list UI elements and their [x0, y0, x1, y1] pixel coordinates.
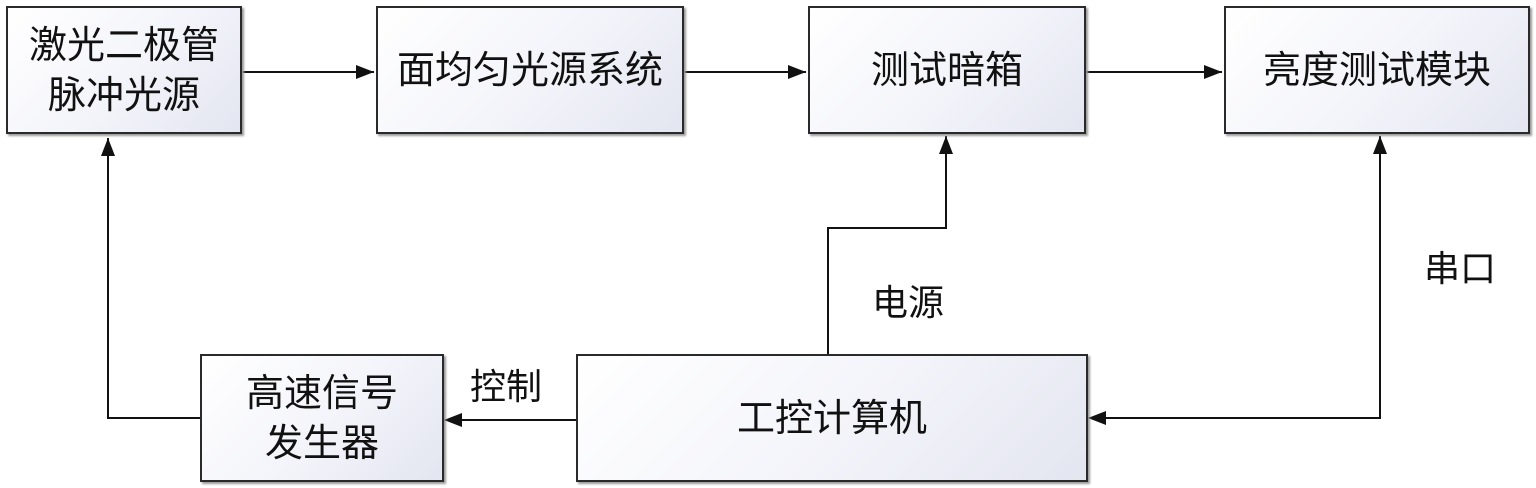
industrial-computer-label: 工控计算机	[736, 396, 927, 440]
test-darkbox-label: 测试暗箱	[870, 48, 1023, 92]
arrow-ipc-power-to-darkbox	[827, 136, 947, 354]
serial-edge-label: 串口	[1424, 249, 1497, 290]
luminance-test-module-label: 亮度测试模块	[1262, 48, 1491, 92]
arrow-serial-link	[1088, 136, 1381, 419]
signal-generator-box: 高速信号 发生器	[200, 354, 444, 482]
test-darkbox-box: 测试暗箱	[808, 6, 1086, 134]
signal-generator-label-line2: 发生器	[264, 421, 379, 465]
laser-diode-label-line1: 激光二极管	[28, 23, 219, 67]
industrial-computer-box: 工控计算机	[576, 354, 1088, 482]
power-edge-label: 电源	[872, 283, 945, 324]
laser-diode-pulse-source-box: 激光二极管 脉冲光源	[6, 6, 242, 134]
luminance-test-module-box: 亮度测试模块	[1224, 6, 1530, 134]
arrow-signalgen-to-laser	[107, 138, 200, 419]
laser-diode-label-line2: 脉冲光源	[47, 73, 200, 117]
uniform-light-source-label: 面均匀光源系统	[396, 48, 663, 92]
control-edge-label: 控制	[470, 367, 543, 408]
signal-generator-label-line1: 高速信号	[245, 371, 398, 415]
uniform-light-source-box: 面均匀光源系统	[376, 6, 684, 134]
